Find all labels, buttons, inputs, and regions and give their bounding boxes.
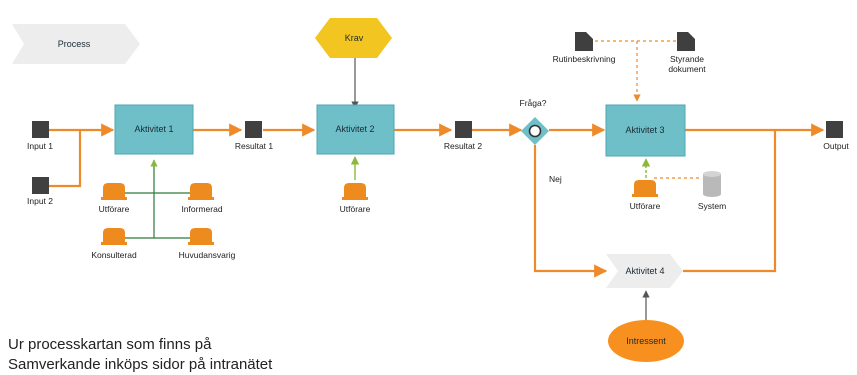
a3-performer-label: Utförare	[629, 201, 661, 211]
a1-owner-icon	[190, 228, 212, 243]
process-shape	[12, 24, 140, 64]
decision-no-label: Nej	[549, 174, 562, 184]
a1-informed-icon	[190, 183, 212, 198]
a2-performer-base	[342, 197, 368, 200]
activity3-box	[605, 104, 686, 157]
activity4-shape	[606, 254, 683, 288]
decision-circle	[528, 124, 542, 138]
result1-label: Resultat 1	[234, 141, 274, 151]
a2-performer-label: Utförare	[339, 204, 371, 214]
governing-document-line2: dokument	[668, 63, 706, 74]
a1-owner-label: Huvudansvarig	[178, 250, 236, 260]
result2-square	[455, 121, 472, 138]
flow-a4-output	[683, 130, 777, 273]
result1-square	[245, 121, 262, 138]
requirement-hexagon	[315, 18, 392, 58]
a1-consulted-icon	[103, 228, 125, 243]
a1-performer-base	[101, 197, 127, 200]
a1-performer-icon	[103, 183, 125, 198]
routine-document-icon	[575, 32, 593, 51]
input1-square	[32, 121, 49, 138]
governing-document-line1: Styrande	[669, 54, 705, 64]
a1-informed-label: Informerad	[181, 204, 223, 214]
a3-performer-icon	[634, 180, 656, 195]
a1-consulted-base	[101, 242, 127, 245]
output-label: Output	[823, 141, 849, 151]
process-title: Process	[57, 39, 91, 49]
stakeholder-ellipse	[608, 320, 684, 362]
activity4-label: Aktivitet 4	[625, 266, 665, 276]
input2-label: Input 2	[27, 196, 53, 206]
activity2-box	[316, 104, 395, 155]
decision-question: Fråga?	[519, 98, 547, 108]
result2-label: Resultat 2	[443, 141, 483, 151]
activity1-box	[114, 104, 194, 155]
input2-square	[32, 177, 49, 194]
activity2-label: Aktivitet 2	[335, 124, 375, 134]
a1-consulted-label: Konsulterad	[91, 250, 137, 260]
caption: Ur processkartan som finns på Samverkand…	[8, 336, 273, 373]
a1-owner-base	[188, 242, 214, 245]
routine-document-label: Rutinbeskrivning	[552, 54, 616, 64]
a1-performer-label: Utförare	[98, 204, 130, 214]
governing-document-label: Styrande dokument	[668, 54, 706, 75]
system-icon	[703, 171, 721, 197]
a2-performer-icon	[344, 183, 366, 198]
a3-performer-base	[632, 194, 658, 197]
activity1-label: Aktivitet 1	[134, 124, 174, 134]
input1-label: Input 1	[27, 141, 53, 151]
activity3-label: Aktivitet 3	[625, 125, 665, 135]
output-square	[826, 121, 843, 138]
a1-informed-base	[188, 197, 214, 200]
requirement-label: Krav	[344, 33, 364, 43]
flow-decision-a4	[533, 145, 608, 278]
governing-document-icon	[677, 32, 695, 51]
flow-input2-a1	[48, 130, 82, 188]
stakeholder-label: Intressent	[626, 336, 666, 346]
system-label: System	[697, 201, 727, 211]
